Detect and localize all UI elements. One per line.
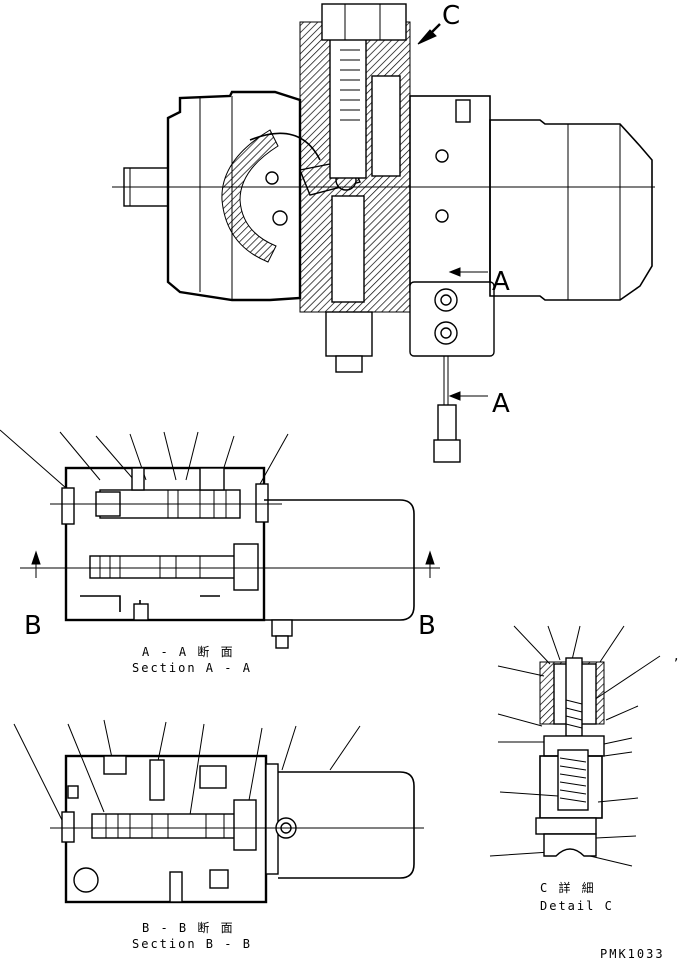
bb-solenoid [278, 771, 415, 879]
c-caption-jp: C 詳 細 [540, 880, 596, 895]
rear-pump [489, 119, 653, 301]
swash-plate [221, 129, 279, 263]
section-label-a-lower: A [492, 389, 510, 419]
connector-plug [433, 439, 461, 463]
section-aa-view: B B A - A 断 面 Section A - A [0, 429, 440, 675]
section-label-a-upper: A [492, 267, 510, 297]
pivot-pin [265, 171, 279, 185]
c-spring [557, 749, 589, 811]
rear-body [409, 95, 491, 293]
aa-solenoid [264, 499, 415, 621]
drawing-code: PMK1033 [600, 947, 665, 961]
aa-caption-en: Section A - A [132, 661, 252, 675]
c-leader-lines [489, 625, 661, 867]
aa-leader-lines [0, 429, 289, 489]
c-seat [543, 833, 597, 857]
connector-body [437, 404, 457, 444]
aa-caption-jp: A - A 断 面 [142, 644, 235, 659]
section-label-b-right: B [418, 611, 436, 641]
bb-caption-en: Section B - B [132, 937, 252, 951]
detail-c-view: C 詳 細 Detail C [489, 625, 661, 913]
main-assembly-view: C A A [112, 1, 655, 463]
top-cap [321, 3, 407, 41]
bb-caption-jp: B - B 断 面 [142, 920, 235, 935]
c-caption-en: Detail C [540, 899, 614, 913]
bb-spool [91, 813, 253, 839]
arrow-label-c: C [442, 1, 460, 31]
bottom-plug [325, 311, 373, 357]
bb-port [73, 867, 99, 893]
aa-valve-body [64, 466, 266, 622]
solenoid-block [409, 281, 495, 357]
aa-lower-spool [89, 555, 251, 579]
control-spool-lower [331, 195, 365, 303]
stray-mark: , [674, 648, 678, 664]
section-label-b-left: B [24, 611, 42, 641]
pivot-pin-2 [272, 210, 288, 226]
section-bb-view: B - B 断 面 Section B - B [13, 719, 424, 951]
